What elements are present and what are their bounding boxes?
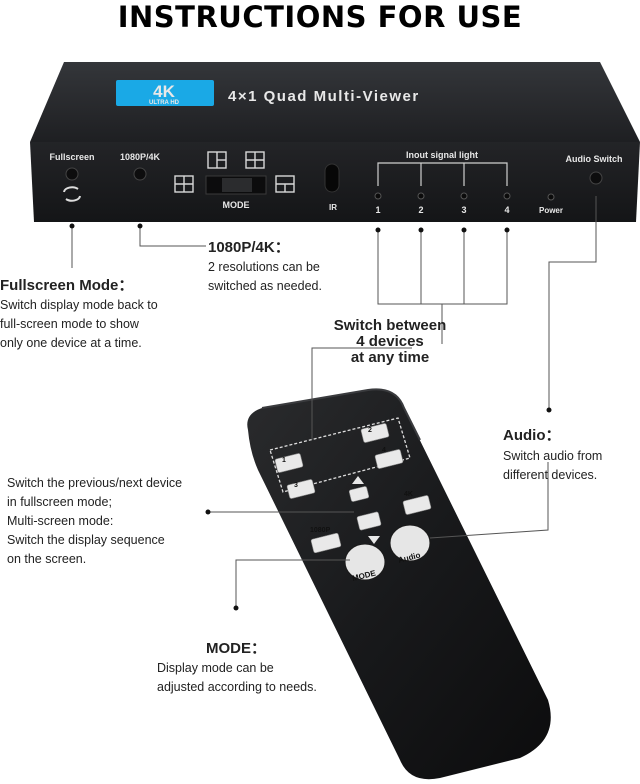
power-led bbox=[547, 193, 555, 201]
page-title: INSTRUCTIONS FOR USE bbox=[117, 0, 523, 34]
device-name: 4×1 Quad Multi-Viewer bbox=[228, 88, 420, 105]
prevnext-line: on the screen. bbox=[7, 552, 87, 566]
remote-label-4: 4 bbox=[382, 447, 386, 454]
audio-switch-label: Audio Switch bbox=[566, 154, 623, 164]
remote-btn-mode[interactable] bbox=[344, 543, 386, 581]
fullscreen-desc-line: Switch display mode back to bbox=[0, 298, 158, 312]
remote-btn-4[interactable] bbox=[374, 449, 404, 469]
audio-annotation-title: Audio： bbox=[503, 427, 561, 444]
ir-label: IR bbox=[329, 203, 337, 212]
up-arrow-icon bbox=[352, 476, 364, 484]
remote-btn-prev[interactable] bbox=[348, 486, 370, 502]
layout-icons bbox=[174, 151, 295, 193]
remote-btn-audio[interactable] bbox=[389, 524, 431, 562]
input-buttons-group bbox=[269, 417, 411, 493]
input-label-1: 1 bbox=[375, 205, 380, 215]
input-label-3: 3 bbox=[461, 205, 466, 215]
signal-bracket bbox=[377, 162, 508, 186]
down-arrow-icon bbox=[368, 536, 380, 544]
4k-badge bbox=[116, 80, 214, 106]
fullscreen-annotation-title: Fullscreen Mode： bbox=[0, 277, 134, 294]
power-label: Power bbox=[539, 206, 563, 215]
input-label-4: 4 bbox=[504, 205, 509, 215]
mode-annotation-title: MODE： bbox=[206, 640, 267, 657]
remote-body bbox=[247, 389, 551, 780]
resolution-desc-line: 2 resolutions can be bbox=[208, 260, 320, 274]
resolution-annotation-desc: 2 resolutions can be switched as needed. bbox=[208, 258, 322, 296]
remote-btn-1080p[interactable] bbox=[310, 532, 342, 554]
prevnext-line: Switch the previous/next device bbox=[7, 476, 183, 490]
fullscreen-annotation-desc: Switch display mode back to full-screen … bbox=[0, 296, 158, 353]
switch-line: at any time bbox=[350, 349, 430, 366]
prevnext-annotation: Switch the previous/next device in fulls… bbox=[7, 474, 182, 569]
signal-leds bbox=[374, 192, 511, 200]
switch-line: Switch between bbox=[333, 317, 447, 334]
swap-icon bbox=[63, 186, 81, 202]
resolution-annotation-title: 1080P/4K： bbox=[208, 239, 290, 256]
switch-line: 4 devices bbox=[356, 333, 424, 350]
prevnext-line: Multi-screen mode: bbox=[7, 514, 114, 528]
badge-sub: ULTRA HD bbox=[149, 100, 180, 106]
input-label-2: 2 bbox=[418, 205, 423, 215]
fullscreen-desc-line: full-screen mode to show bbox=[0, 317, 139, 331]
leader-lines bbox=[71, 196, 597, 608]
resolution-button[interactable] bbox=[133, 167, 147, 181]
mode-slider-knob[interactable] bbox=[222, 178, 252, 192]
remote-btn-1[interactable] bbox=[274, 453, 304, 473]
audio-desc-line: different devices. bbox=[503, 468, 598, 482]
mode-annotation-desc: Display mode can be adjusted according t… bbox=[157, 659, 317, 697]
switch-annotation: Switch between 4 devices at any time bbox=[320, 318, 460, 366]
remote-label-2: 2 bbox=[368, 427, 372, 434]
fullscreen-button[interactable] bbox=[63, 167, 81, 202]
multi-viewer-device: 4K ULTRA HD 4×1 Quad Multi-Viewer Fullsc… bbox=[30, 62, 640, 222]
prevnext-line: in fullscreen mode; bbox=[7, 495, 112, 509]
remote-label-1080p: 1080P bbox=[310, 527, 331, 534]
remote-label-3: 3 bbox=[294, 482, 298, 489]
resolution-label: 1080P/4K bbox=[120, 152, 161, 162]
remote-btn-3[interactable] bbox=[286, 479, 316, 499]
fullscreen-desc-line: only one device at a time. bbox=[0, 336, 142, 350]
resolution-desc-line: switched as needed. bbox=[208, 279, 322, 293]
remote-label-4k: 4K bbox=[404, 491, 413, 498]
input-signal-label: Inout signal light bbox=[406, 150, 478, 160]
badge-main: 4K bbox=[153, 82, 175, 101]
fullscreen-label: Fullscreen bbox=[49, 152, 94, 162]
mode-desc-line: Display mode can be bbox=[157, 661, 274, 675]
remote-label-1: 1 bbox=[282, 457, 286, 464]
audio-annotation-desc: Switch audio from different devices. bbox=[503, 447, 602, 485]
remote-btn-next[interactable] bbox=[356, 511, 382, 531]
remote-btn-2[interactable] bbox=[360, 423, 390, 443]
remote-btn-4k[interactable] bbox=[402, 495, 432, 515]
leader-dots bbox=[69, 223, 552, 611]
mode-label: MODE bbox=[223, 200, 250, 210]
ir-receiver bbox=[324, 163, 340, 193]
prevnext-line: Switch the display sequence bbox=[7, 533, 165, 547]
audio-desc-line: Switch audio from bbox=[503, 449, 603, 463]
mode-desc-line: adjusted according to needs. bbox=[157, 680, 317, 694]
audio-switch-button[interactable] bbox=[589, 171, 603, 185]
